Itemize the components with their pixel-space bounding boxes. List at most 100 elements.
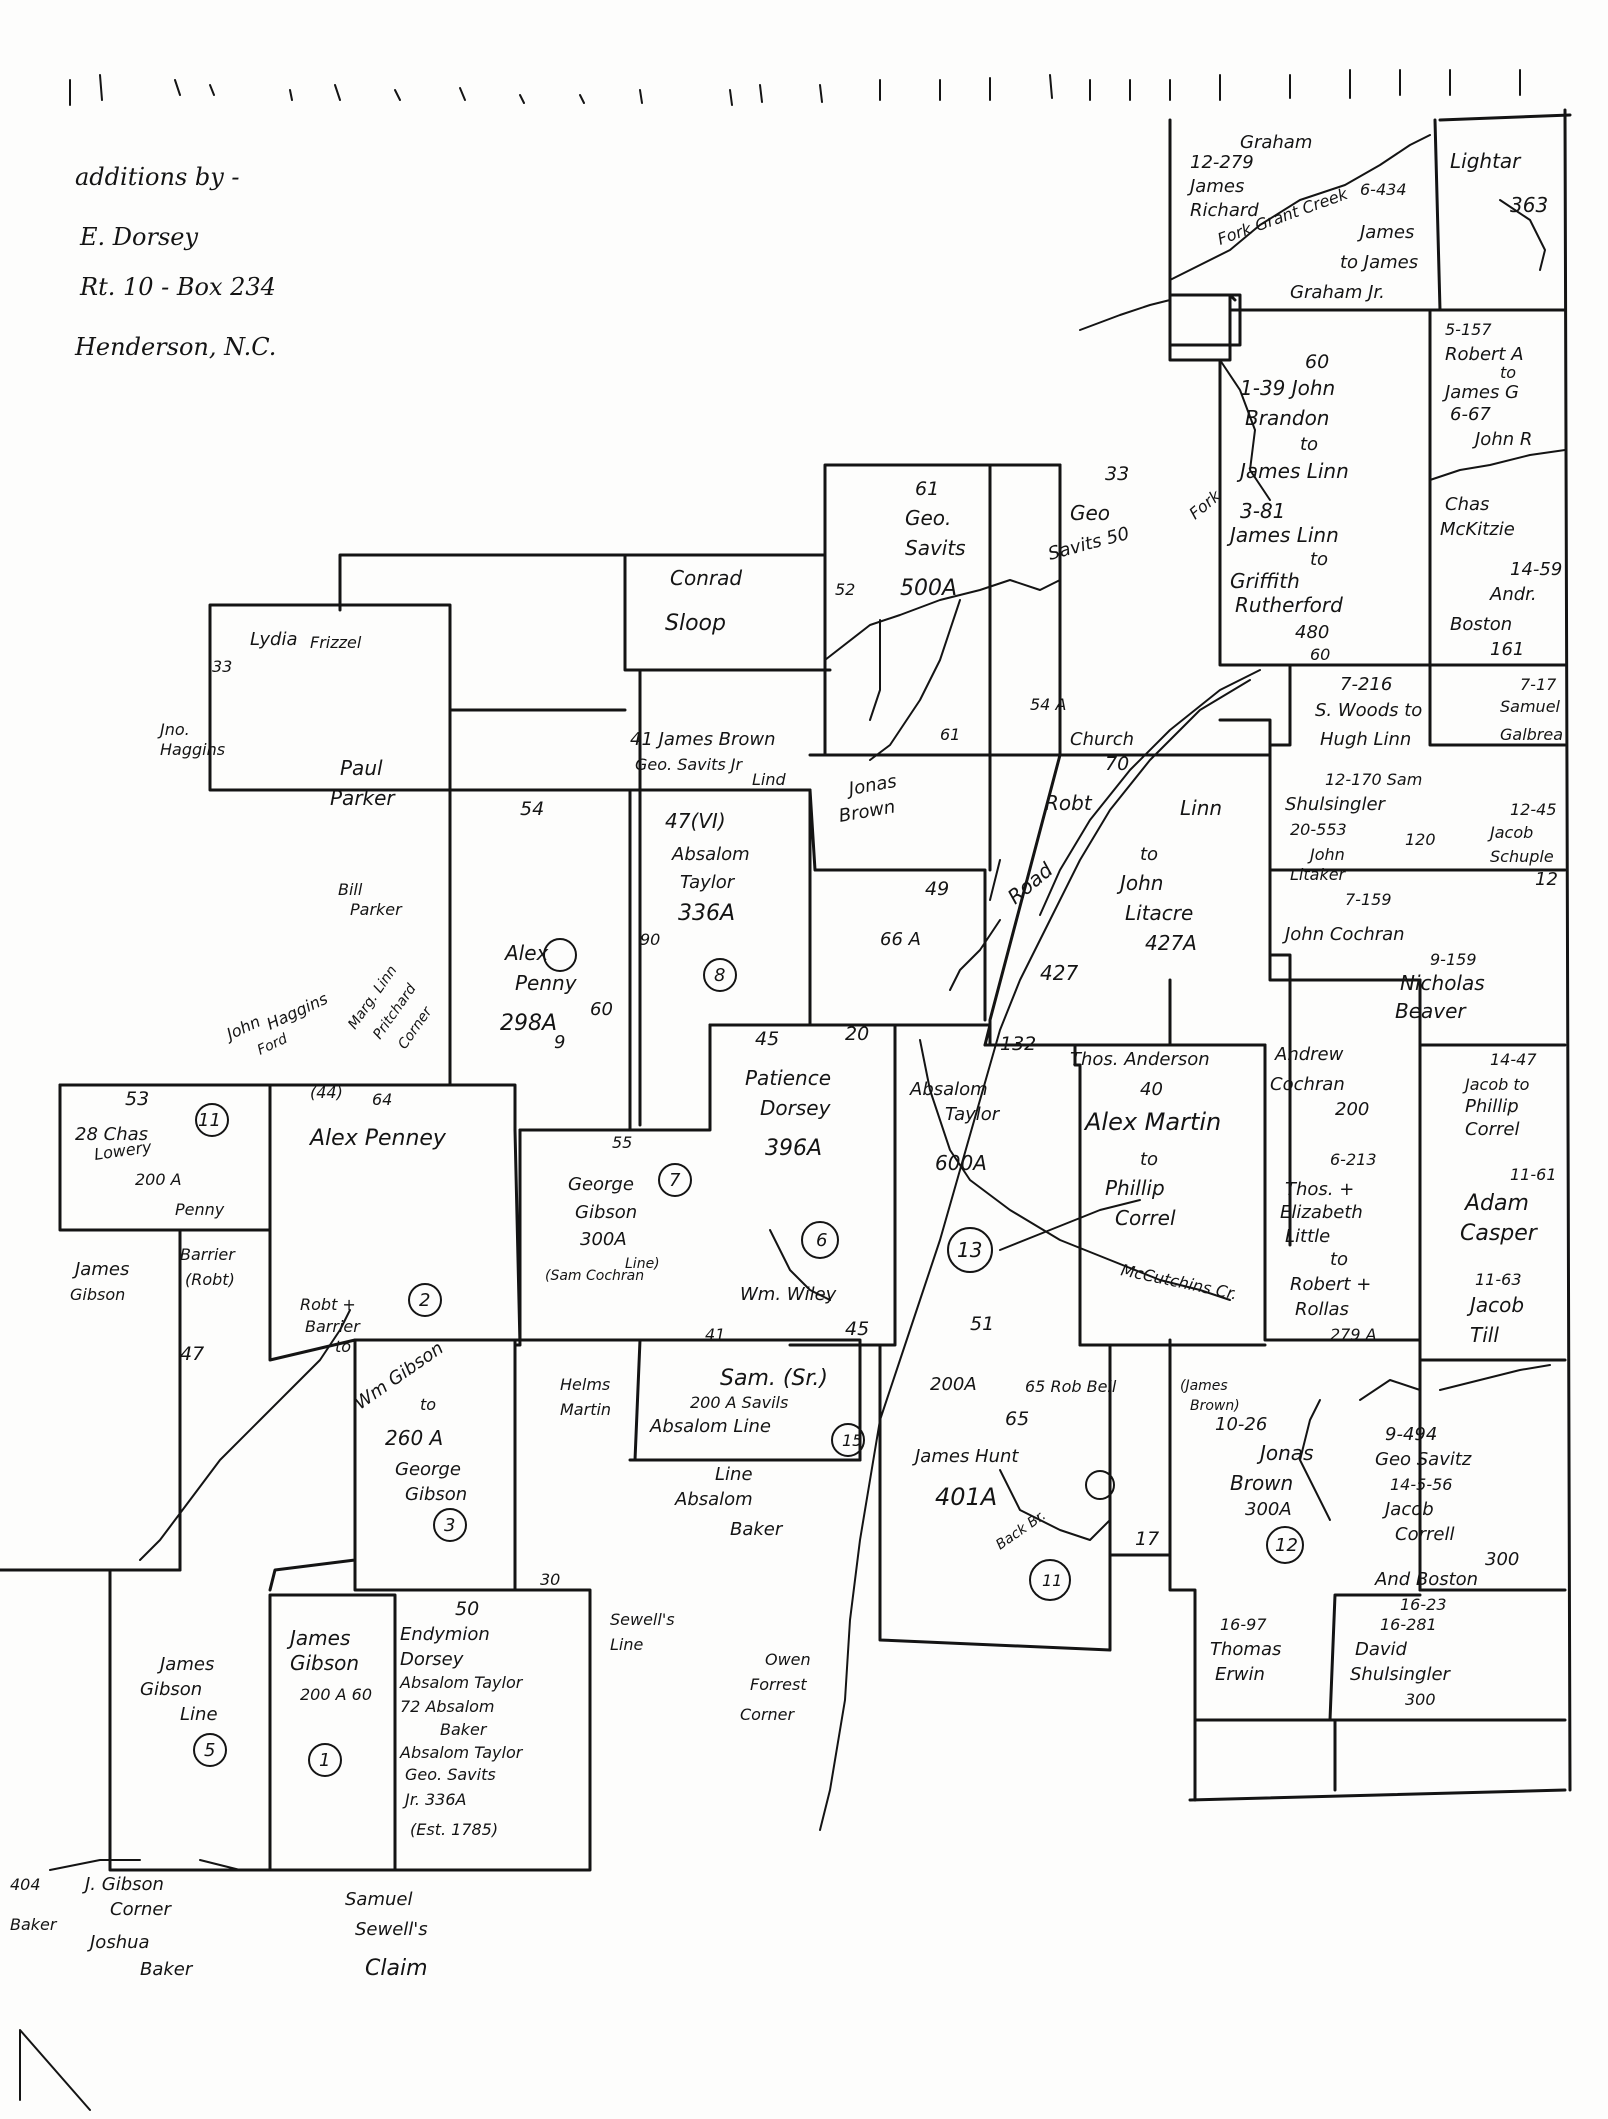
- gg-circle: 7: [669, 1170, 681, 1191]
- shuls-l3: 20-553: [1290, 820, 1347, 839]
- alex-penny-l1: Alex: [503, 941, 549, 965]
- james-brown-l3: Lind: [752, 770, 787, 789]
- jg2-l2: Gibson: [290, 1651, 359, 1675]
- ap44-l1: Alex Penney: [308, 1126, 447, 1151]
- shuls-l4: John: [1307, 845, 1345, 864]
- hm-l2: Martin: [560, 1400, 611, 1419]
- shuls-l13: Nicholas: [1400, 971, 1485, 995]
- jgb-l1: James: [72, 1259, 129, 1280]
- paul-parker-l1: Paul: [340, 756, 383, 780]
- ed-l6: Absalom Taylor: [399, 1743, 524, 1762]
- graham-name-3: James: [1357, 222, 1414, 243]
- bell-l1: 200A: [930, 1374, 977, 1395]
- shuls-l5: Litaker: [1290, 865, 1347, 884]
- label-sewell-line: Sewell's Line: [610, 1610, 675, 1654]
- martin-l2: 40: [1140, 1079, 1163, 1100]
- jc-l4: Correl: [1465, 1119, 1519, 1140]
- ss-l3: Absalom Line: [649, 1416, 771, 1437]
- cochran-l1: Andrew: [1274, 1044, 1344, 1065]
- rb-l1: Robt +: [300, 1295, 356, 1314]
- patience-l4: Wm. Wiley: [740, 1284, 837, 1305]
- label-helms-martin: Helms Martin: [560, 1375, 611, 1419]
- tract-thos-little: 6-213 Thos. + Elizabeth Little to Robert…: [1280, 1150, 1377, 1344]
- brandon-l2: Brandon: [1245, 406, 1329, 430]
- hunt-l2: 401A: [935, 1483, 997, 1511]
- bottom-l2: Corner: [110, 1899, 172, 1920]
- brandon-l7: to: [1310, 549, 1328, 570]
- ap44-num: (44): [310, 1083, 343, 1102]
- jc-l10: Till: [1470, 1323, 1499, 1347]
- wg-l4: George: [395, 1459, 461, 1480]
- hunt-circle: 11: [1042, 1571, 1062, 1590]
- robert-l11: Boston: [1450, 614, 1512, 635]
- boston-l1: 16-23: [1400, 1595, 1447, 1614]
- james-brown-l2: Geo. Savits Jr: [635, 755, 743, 774]
- graham-name-4: to James: [1340, 252, 1418, 273]
- graham-deed: 12-279: [1190, 152, 1254, 173]
- brandon-l10: 480: [1295, 622, 1329, 643]
- bottom-l8: 404: [10, 1875, 41, 1894]
- num-30: 30: [540, 1570, 560, 1589]
- martin-l6: Correl: [1115, 1206, 1176, 1230]
- lowery-l1: 28 Chas: [75, 1124, 148, 1145]
- brandon-l3: to: [1300, 434, 1318, 455]
- robert-l8: McKitzie: [1440, 519, 1515, 540]
- absalom-taylor-l3: 336A: [678, 901, 735, 926]
- bottom-l7: Claim: [365, 1956, 428, 1981]
- north-arrow: [19, 2029, 91, 2111]
- graham-name-5: Graham Jr.: [1290, 282, 1385, 303]
- jb-l4: Jonas: [1256, 1441, 1314, 1465]
- gs-l6: 300: [1485, 1549, 1519, 1570]
- tract-shulsingler: 12-170 Sam Shulsingler 20-553 John Litak…: [1282, 770, 1558, 1023]
- jno-haggins-l2: Haggins: [160, 740, 225, 759]
- tract-endymion-dorsey: 50 Endymion Dorsey Absalom Taylor 72 Abs…: [399, 1598, 524, 1839]
- num-47: 47: [180, 1343, 204, 1365]
- of-l3: Corner: [740, 1705, 796, 1724]
- tract-james-gibson-200: James Gibson 200 A 60 1: [286, 1626, 372, 1771]
- savits-l3: 500A: [900, 576, 957, 601]
- tract-absalom-taylor-600: 132 Absalom Taylor 600A 13: [909, 1033, 1036, 1262]
- jc-l5: 11-61: [1510, 1165, 1557, 1184]
- lowery-l4: Penny: [175, 1200, 225, 1219]
- ds-l1: 16-281: [1380, 1615, 1437, 1634]
- tract-graham: Graham 12-279 James Richard Fork Grant C…: [1187, 132, 1418, 303]
- jgl-l1: James: [157, 1654, 214, 1675]
- patience-l3: 396A: [765, 1136, 822, 1161]
- woods-l3: Hugh Linn: [1320, 729, 1411, 750]
- linn-l2: Linn: [1180, 796, 1222, 820]
- jb-l3: 10-26: [1215, 1414, 1267, 1435]
- header-note: additions by - E. Dorsey Rt. 10 - Box 23…: [74, 163, 276, 361]
- top-edge-ticks: [69, 69, 1521, 106]
- tl-l5: to: [1330, 1249, 1348, 1270]
- jgb-l2: Gibson: [70, 1285, 125, 1304]
- boston-l2-visible: And Boston: [1374, 1569, 1478, 1590]
- jc-l1: 14-47: [1490, 1050, 1537, 1069]
- tract-alex-penney-44: (44) 64 Alex Penney: [308, 1083, 447, 1151]
- wg-l3: 260 A: [385, 1426, 443, 1450]
- robert-l3: to: [1500, 363, 1516, 382]
- tl-l4: Little: [1285, 1226, 1330, 1247]
- jgb-l4: (Robt): [185, 1270, 235, 1289]
- tract-andrew-cochran: Andrew Cochran 200: [1270, 1044, 1369, 1120]
- bottom-labels: J. Gibson Corner Joshua Baker Samuel Sew…: [10, 1874, 428, 1981]
- gg-l1: George: [568, 1174, 634, 1195]
- jc-l7: Casper: [1460, 1221, 1539, 1246]
- savits-n1: 61: [915, 478, 939, 500]
- at600-num: 132: [1000, 1033, 1036, 1055]
- jgl-l3: Line: [180, 1704, 218, 1725]
- jno-haggins-l1: Jno.: [157, 720, 190, 739]
- bottom-l5: Samuel: [345, 1889, 412, 1910]
- shuls-l7: 12-45: [1510, 800, 1557, 819]
- patience-l2: Dorsey: [760, 1096, 832, 1120]
- of-l2: Forrest: [750, 1675, 807, 1694]
- ed-num: 50: [455, 1598, 479, 1620]
- ab-l1: Line: [715, 1464, 753, 1485]
- ed-l8: Jr. 336A: [402, 1790, 466, 1809]
- of-l1: Owen: [765, 1650, 811, 1669]
- roads-and-creeks: [19, 134, 1566, 2111]
- robert-l1: 5-157: [1445, 320, 1492, 339]
- woods-l4: 7-17: [1520, 675, 1557, 694]
- at600-l1: Absalom: [909, 1079, 988, 1100]
- header-line-2: E. Dorsey: [79, 223, 198, 251]
